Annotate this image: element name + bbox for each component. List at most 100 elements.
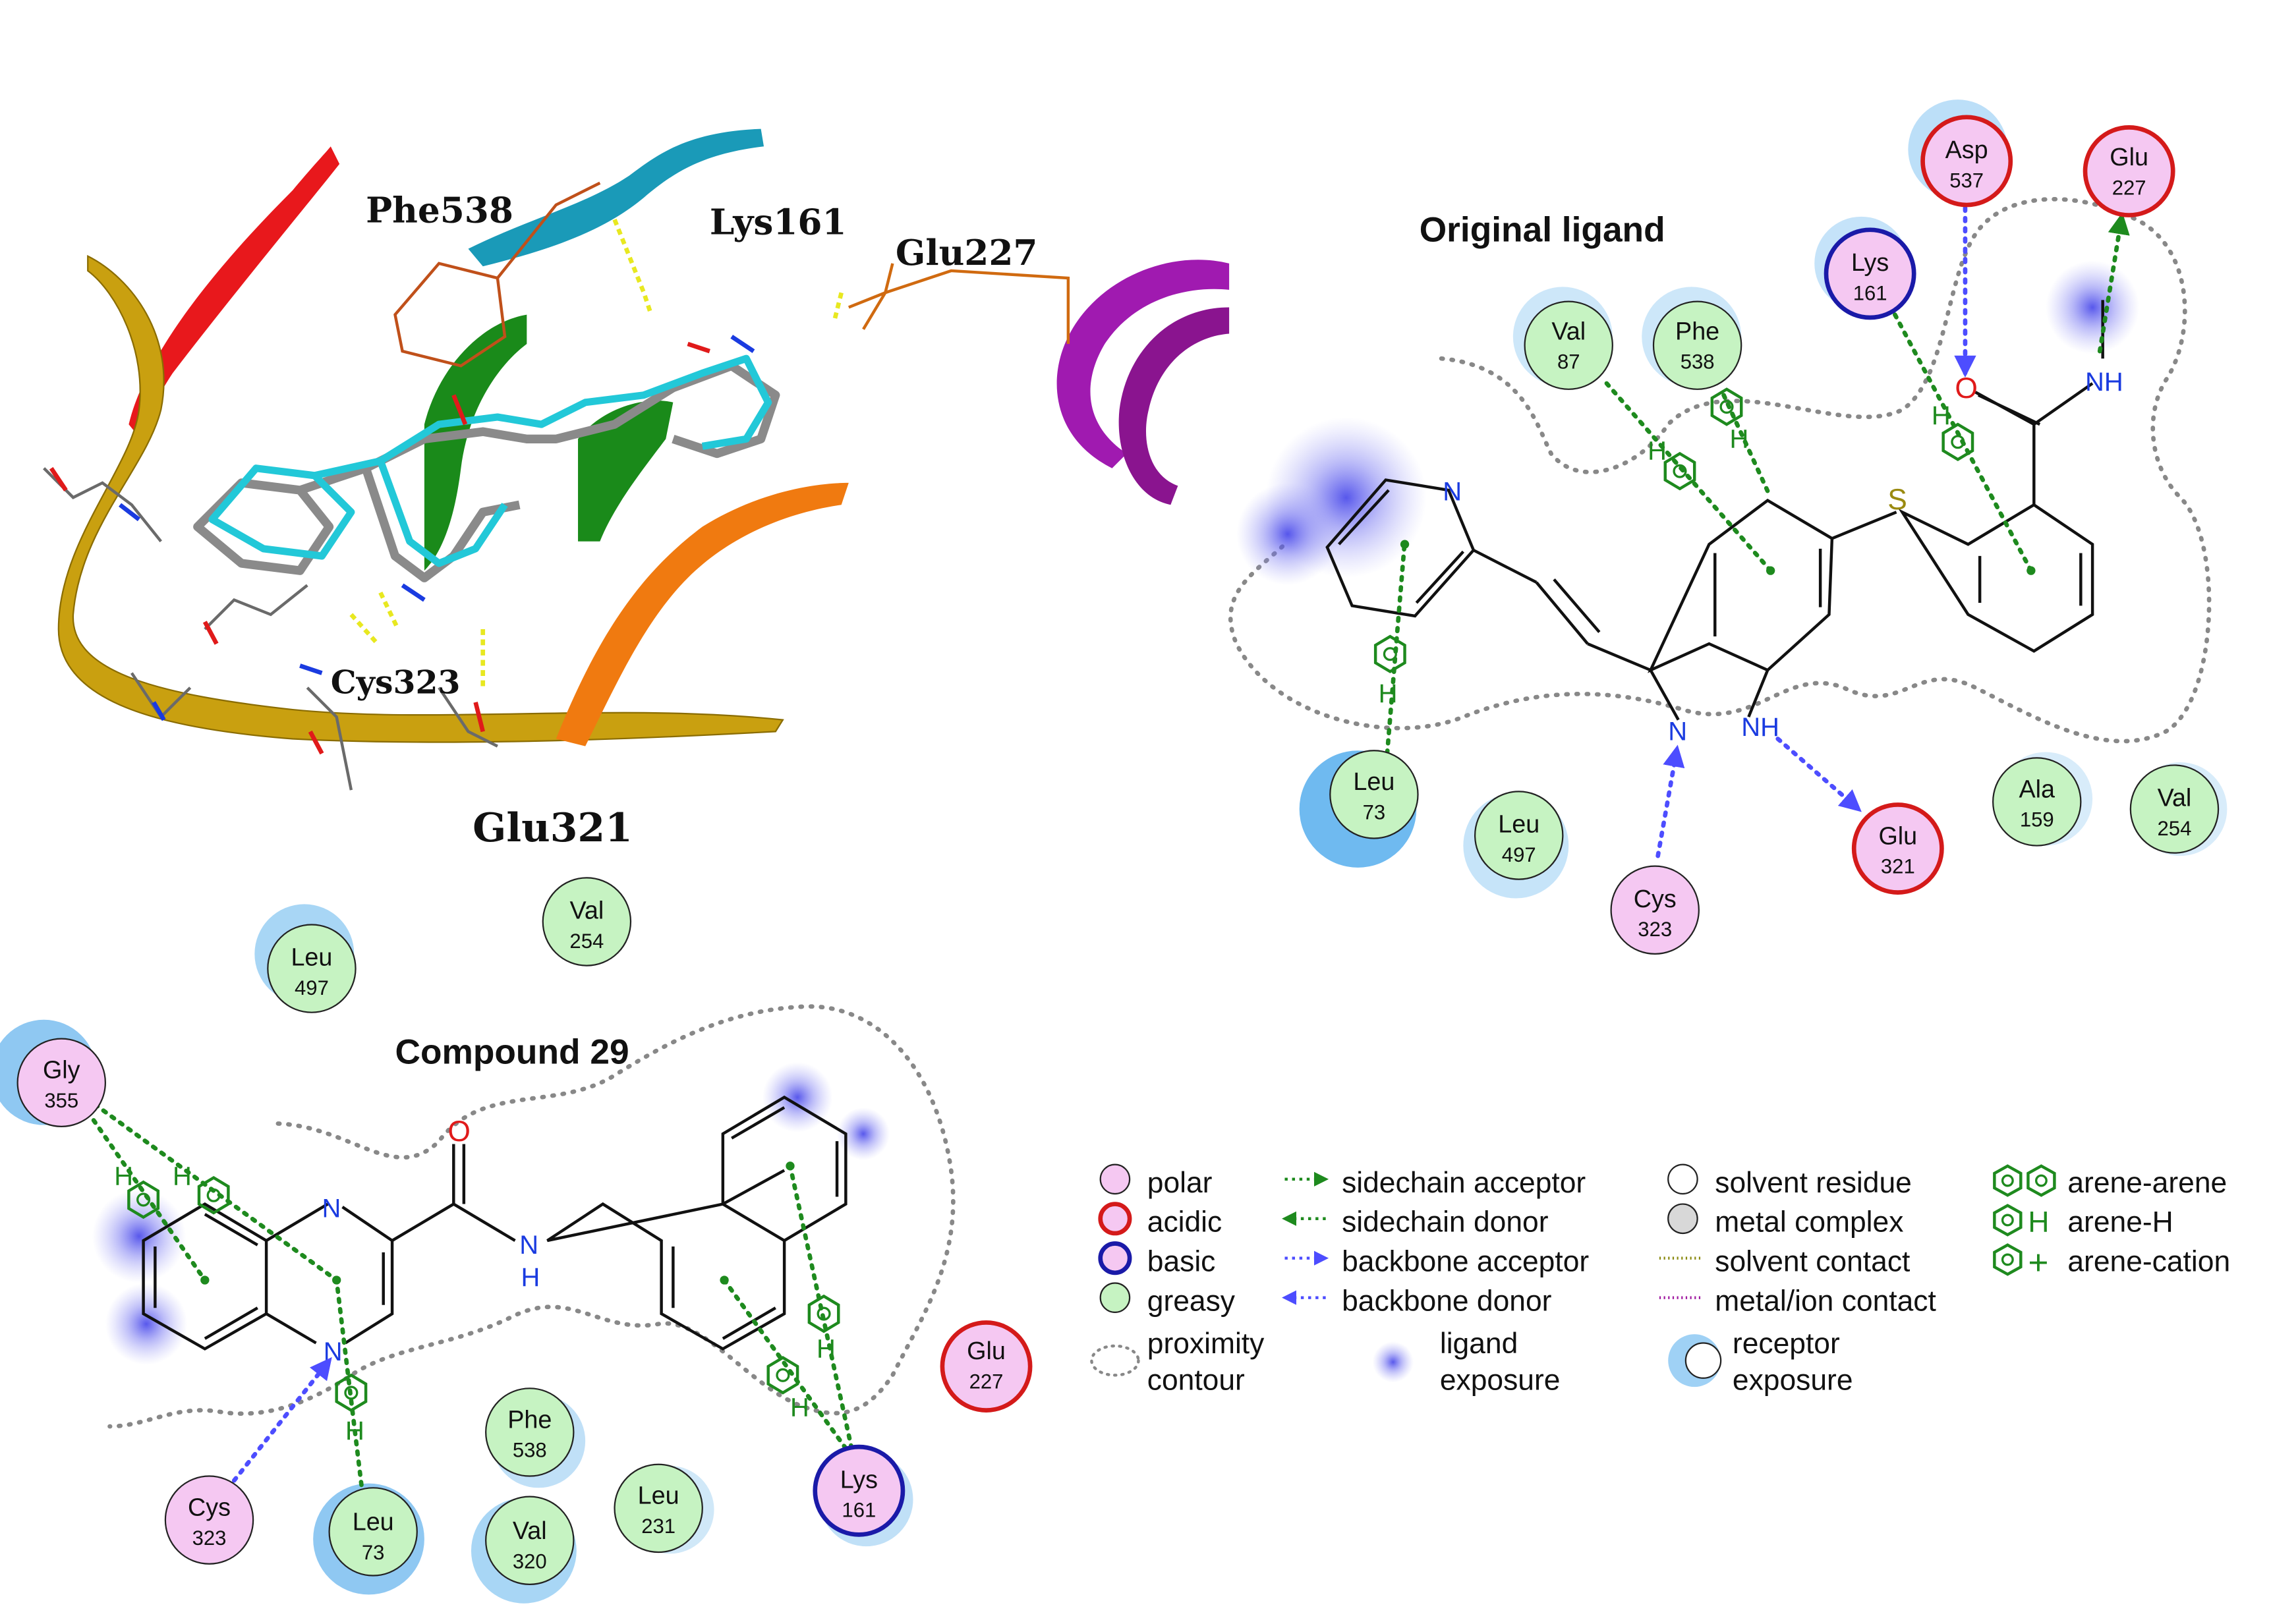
svg-text:Leu: Leu: [353, 1508, 394, 1536]
legend-solvent-residue-swatch: [1667, 1163, 1698, 1195]
residue-val320: Val 320: [485, 1496, 575, 1585]
backbone-sticks: [43, 467, 498, 791]
arene-h-glyph-lys161-1: H: [766, 1356, 809, 1422]
interaction-glu227-sidechain: [2097, 212, 2130, 354]
legend-solvent-contact: solvent contact: [1715, 1246, 1911, 1278]
residue-leu73: Leu 73: [1329, 750, 1419, 839]
atom-n-indazole: N: [1668, 717, 1687, 746]
ribbon-green-b: [578, 400, 674, 542]
legend-sidechain-donor: sidechain donor: [1342, 1206, 1549, 1239]
residue-val254: Val 254: [542, 877, 632, 966]
svg-text:323: 323: [192, 1526, 227, 1550]
ribbon-orange: [556, 482, 849, 746]
svg-text:H: H: [345, 1416, 364, 1445]
atom-o: O: [447, 1115, 471, 1148]
interaction-leu73-arene-h: [1385, 539, 1407, 756]
residue-leu73: Leu 73: [328, 1487, 418, 1577]
arene-h-glyph-val87: H: [1648, 436, 1696, 491]
svg-text:Phe: Phe: [507, 1405, 552, 1433]
svg-text:Glu: Glu: [1878, 822, 1917, 849]
svg-text:H: H: [1729, 425, 1748, 454]
legend-ligand: ligand: [1440, 1328, 1518, 1360]
phe538-sidechain: [393, 181, 601, 368]
svg-text:227: 227: [2112, 177, 2146, 200]
svg-text:Glu: Glu: [967, 1337, 1006, 1364]
atom-n2: N: [324, 1337, 343, 1366]
ribbon-red: [129, 146, 340, 439]
ligand-exposure-naph-2: [837, 1107, 890, 1160]
svg-text:Lys: Lys: [840, 1465, 878, 1493]
arene-h-glyph-gly355-1: H: [114, 1162, 160, 1219]
svg-text:Lys: Lys: [1851, 248, 1889, 276]
legend-metal-contact: metal/ion contact: [1715, 1285, 1936, 1318]
legend-ligand-exposure-swatch: [1372, 1341, 1414, 1383]
atom-n-pyridine: N: [1443, 478, 1462, 507]
residue-lys161: Lys 161: [813, 1444, 906, 1537]
ligand-cyan-sticks: [208, 354, 772, 567]
legend-acidic: acidic: [1147, 1206, 1222, 1239]
interaction-phe538-arene-h: [1721, 393, 1773, 500]
legend: polar acidic basic greasy proximity cont…: [1090, 1163, 2230, 1397]
legend-ligand-exposure: exposure: [1440, 1364, 1561, 1397]
svg-text:254: 254: [2158, 817, 2192, 840]
legend-sidechain-acceptor: sidechain acceptor: [1342, 1167, 1586, 1199]
svg-text:Asp: Asp: [1945, 136, 1988, 163]
legend-proximity: proximity: [1147, 1328, 1265, 1360]
svg-text:Phe: Phe: [1675, 317, 1719, 345]
legend-basic-swatch: [1098, 1241, 1132, 1275]
svg-text:320: 320: [513, 1550, 547, 1573]
svg-text:H: H: [790, 1393, 809, 1422]
legend-solvent-residue: solvent residue: [1715, 1167, 1912, 1199]
svg-text:355: 355: [44, 1089, 78, 1112]
residue-lys161: Lys 161: [1824, 227, 1916, 320]
glu227-sidechain: [848, 263, 1070, 344]
label-phe538: Phe538: [366, 190, 513, 231]
svg-text:Leu: Leu: [1353, 768, 1394, 795]
legend-basic: basic: [1147, 1246, 1216, 1278]
svg-text:538: 538: [513, 1439, 547, 1462]
atom-n1: N: [322, 1194, 341, 1223]
interaction-cys323-backbone: [231, 1357, 332, 1483]
svg-text:Cys: Cys: [1634, 885, 1677, 912]
ligand-bonds: [1325, 300, 2104, 721]
svg-text:537: 537: [1949, 169, 1984, 192]
label-glu227: Glu227: [896, 232, 1038, 273]
residue-glu321: Glu 321: [1851, 802, 1944, 895]
legend-greasy-swatch: [1099, 1282, 1131, 1313]
legend-arene-arene: arene-arene: [2067, 1167, 2227, 1199]
svg-text:H: H: [1932, 401, 1951, 430]
atom-o: O: [1955, 372, 1978, 405]
arene-h-glyph-gly355-2: H: [173, 1162, 230, 1215]
interaction-gly355-arene-h-2: [92, 1102, 339, 1283]
svg-text:Gly: Gly: [43, 1056, 80, 1084]
legend-arene-h: arene-H: [2067, 1206, 2173, 1239]
svg-text:Leu: Leu: [638, 1482, 679, 1509]
svg-text:Leu: Leu: [291, 943, 332, 971]
legend-backbone-donor: backbone donor: [1342, 1285, 1552, 1318]
original-ligand-diagram: Original ligand N S O NH N NH: [1228, 99, 2228, 955]
legend-arene-arene-swatch: [1993, 1164, 2056, 1197]
legend-receptor-exposure: exposure: [1733, 1364, 1853, 1397]
svg-text:254: 254: [569, 930, 604, 953]
svg-text:Val: Val: [2158, 784, 2192, 812]
residue-val254: Val 254: [2129, 764, 2220, 854]
interaction-gly355-arene-h-1: [85, 1109, 208, 1283]
residue-phe538: Phe 538: [485, 1387, 575, 1477]
ribbon-magenta-a: [1056, 260, 1230, 468]
residue-gly355: Gly 355: [16, 1038, 106, 1127]
ribbon-cyan: [468, 128, 764, 267]
svg-text:227: 227: [969, 1370, 1004, 1393]
legend-receptor: receptor: [1733, 1328, 1840, 1360]
legend-greasy: greasy: [1147, 1285, 1236, 1318]
ligand-exposure-quinox-1: [92, 1189, 186, 1283]
binding-pocket-3d-view: Phe538 Lys161 Glu227 Cys323 Glu321: [43, 128, 1230, 851]
svg-text:323: 323: [1638, 918, 1672, 941]
svg-text:H: H: [173, 1162, 192, 1191]
legend-arene-h-swatch: H: [1993, 1204, 2049, 1239]
residue-asp537: Asp 537: [1920, 115, 2013, 208]
svg-text:87: 87: [1557, 350, 1580, 374]
interaction-lys161-arene-h-2: [788, 1163, 854, 1451]
svg-text:161: 161: [1853, 281, 1887, 304]
svg-text:73: 73: [1363, 801, 1386, 824]
svg-text:231: 231: [641, 1515, 676, 1538]
